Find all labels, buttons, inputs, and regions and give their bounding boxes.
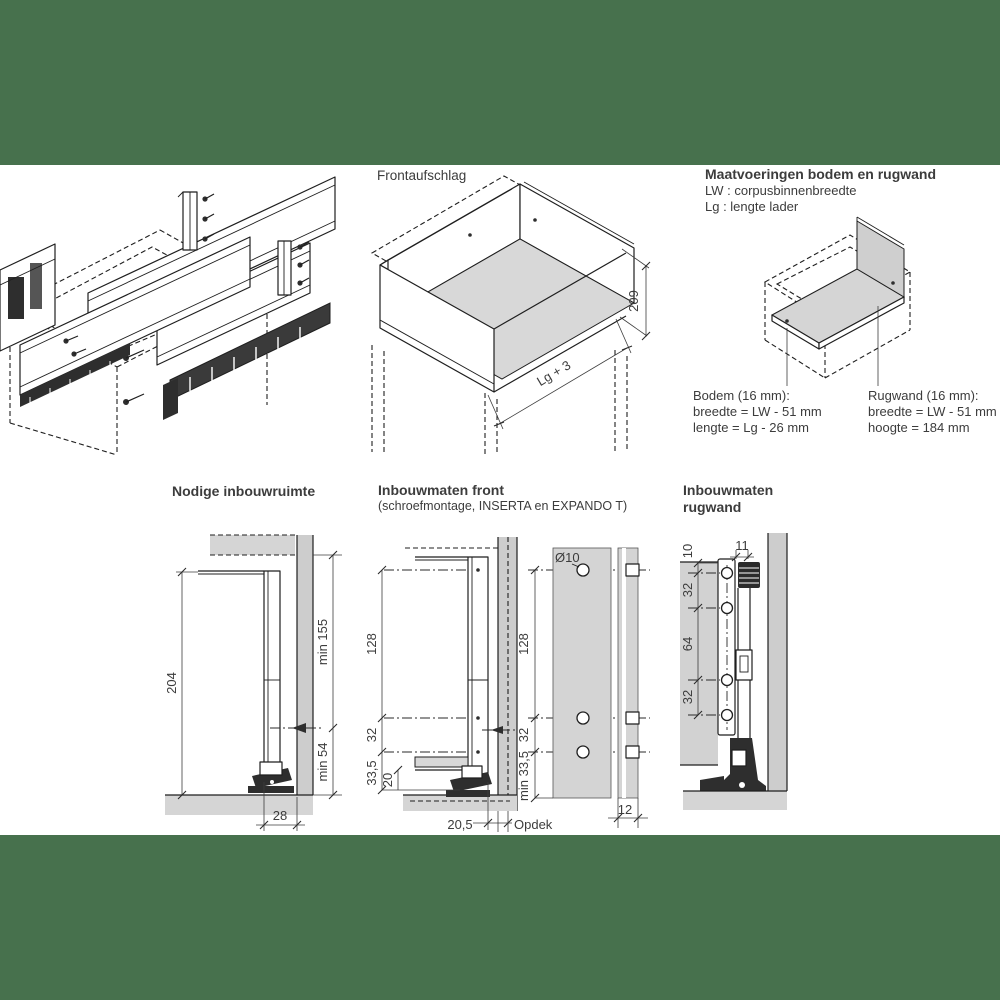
- bottom-backwall-dimensions-section: Maatvoeringen bodem en rugwand LW : corp…: [690, 165, 1000, 455]
- hole-centerlines: [688, 572, 720, 716]
- legend-lw: LW : corpusbinnenbreedte: [705, 183, 857, 198]
- dim-lg3-label: Lg + 3: [534, 357, 573, 389]
- dim-128-side-label: 128: [364, 633, 379, 655]
- front-overlay-drawing: 209 Lg + 3: [370, 175, 651, 455]
- dimension-209: 209: [619, 248, 651, 341]
- mounting-bolts: [63, 335, 145, 405]
- front-panel-sideview: [405, 537, 518, 811]
- dim-205-label: 20,5: [447, 817, 472, 832]
- dim-32-top-label: 32: [680, 583, 695, 597]
- rugwand-title: Rugwand (16 mm):: [868, 388, 979, 403]
- front-panel-faceview: Ø10: [528, 547, 650, 799]
- back-panel: [680, 561, 718, 766]
- screws-left: [202, 193, 215, 242]
- cabinet-bottom: [165, 794, 313, 815]
- front-mounting-subtitle: (schroefmontage, INSERTA en EXPANDO T): [378, 499, 628, 513]
- reference-arrow: [270, 723, 322, 733]
- back-mounting-title: Inbouwmaten rugwand: [683, 482, 773, 516]
- dimension-chain-panel: 128 32 min 33,5: [516, 565, 553, 803]
- dimension-205-opdek: 20,5 Opdek: [447, 782, 553, 832]
- exploded-view-diagram: [0, 165, 370, 456]
- bodem-title: Bodem (16 mm):: [693, 388, 790, 403]
- dimension-min54: min 54: [313, 728, 342, 800]
- bottom-backwall-drawing: [763, 216, 912, 386]
- drawer-side-profile: [198, 570, 294, 793]
- cabinet-top-rail: [210, 534, 297, 556]
- rugwand-spec: Rugwand (16 mm): breedte = LW - 51 mm ho…: [868, 388, 997, 436]
- drawer-side-profile: [414, 556, 492, 797]
- exploded-view-drawing: [0, 176, 336, 456]
- front-mounting-title: Inbouwmaten front: [378, 482, 504, 498]
- dim-min155-label: min 155: [315, 619, 330, 665]
- cabinet-bottom: [683, 790, 787, 810]
- cabinet-front-wall: [296, 535, 314, 795]
- dim-32-bottom-label: 32: [680, 690, 695, 704]
- top-banner: [0, 0, 1000, 165]
- dim-20-label: 20: [380, 773, 395, 787]
- dim-32-side-label: 32: [364, 728, 379, 742]
- dim-11-label: 11: [735, 538, 749, 553]
- centerlines-side: [382, 569, 468, 791]
- bodem-panel: [770, 268, 906, 350]
- dim-128-panel-label: 128: [516, 633, 531, 655]
- back-mounting-title-line2: rugwand: [683, 499, 742, 515]
- rugwand-panel: [856, 216, 905, 298]
- slide-rail-right: [163, 302, 331, 420]
- dimension-chain-back: 10 32 64 32: [680, 544, 718, 720]
- back-mounting-drawing: 10 32 64 32 11: [680, 533, 788, 810]
- bodem-lengte: lengte = Lg - 26 mm: [693, 420, 809, 435]
- back-mounting-title-line1: Inbouwmaten: [683, 482, 774, 498]
- front-mounting-drawing: 128 32 33,5 20 20,5 Opdek: [364, 537, 650, 832]
- front-mounting-section: Inbouwmaten front (schroefmontage, INSER…: [364, 480, 660, 835]
- clearance-section: Nodige inbouwruimte: [160, 480, 370, 835]
- bodem-breedte: breedte = LW - 51 mm: [693, 404, 822, 419]
- dim-64-label: 64: [680, 637, 695, 651]
- rugwand-hoogte: hoogte = 184 mm: [868, 420, 970, 435]
- back-bracket-right: [277, 240, 292, 296]
- dimensions-info-title: Maatvoeringen bodem en rugwand: [705, 166, 937, 182]
- dim-12-label: 12: [618, 802, 632, 817]
- clearance-drawing: 204 min 155 min 54 28: [164, 534, 342, 831]
- drawer-box: [379, 181, 636, 393]
- dim-209-label: 209: [626, 290, 641, 312]
- dim-10-label: 10: [680, 544, 695, 558]
- clearance-title: Nodige inbouwruimte: [172, 483, 316, 499]
- opdek-label: Opdek: [514, 817, 553, 832]
- leader-lines: [786, 306, 879, 386]
- backwall-bracket: [717, 558, 736, 736]
- rugwand-breedte: breedte = LW - 51 mm: [868, 404, 997, 419]
- slide-rail-left-end: [0, 243, 56, 352]
- dim-335-side-label: 33,5: [364, 760, 379, 785]
- drawer-side-panel-front: [19, 236, 251, 407]
- screws-right: [297, 241, 310, 286]
- dim-min54-label: min 54: [315, 742, 330, 781]
- back-bracket-left: [177, 191, 198, 251]
- cabinet-side-wall: [767, 533, 788, 791]
- dimension-11: 11: [730, 538, 754, 562]
- back-mounting-section: Inbouwmaten rugwand: [680, 480, 840, 835]
- dimension-12: 12: [608, 798, 648, 828]
- legend-lg: Lg : lengte lader: [705, 199, 799, 214]
- dimension-28: 28: [256, 782, 305, 831]
- cabinet-bottom: [403, 794, 517, 811]
- dimension-204: 204: [164, 567, 198, 800]
- bottom-banner: [0, 835, 1000, 1000]
- bodem-spec: Bodem (16 mm): breedte = LW - 51 mm leng…: [693, 388, 822, 436]
- dimension-min155: min 155: [313, 550, 342, 733]
- reference-arrow: [482, 726, 517, 734]
- dim-204-label: 204: [164, 672, 179, 694]
- dim-min335-label: min 33,5: [516, 751, 531, 801]
- dimension-chain-side: 128 32 33,5 20: [364, 565, 403, 795]
- front-overlay-title: Frontaufschlag: [377, 168, 467, 183]
- dia-10-label: Ø10: [555, 550, 580, 565]
- front-panel-edgeview: [617, 547, 640, 799]
- front-overlay-diagram: Frontaufschlag: [370, 165, 670, 455]
- dim-28-label: 28: [273, 808, 287, 823]
- dim-32-panel-label: 32: [516, 728, 531, 742]
